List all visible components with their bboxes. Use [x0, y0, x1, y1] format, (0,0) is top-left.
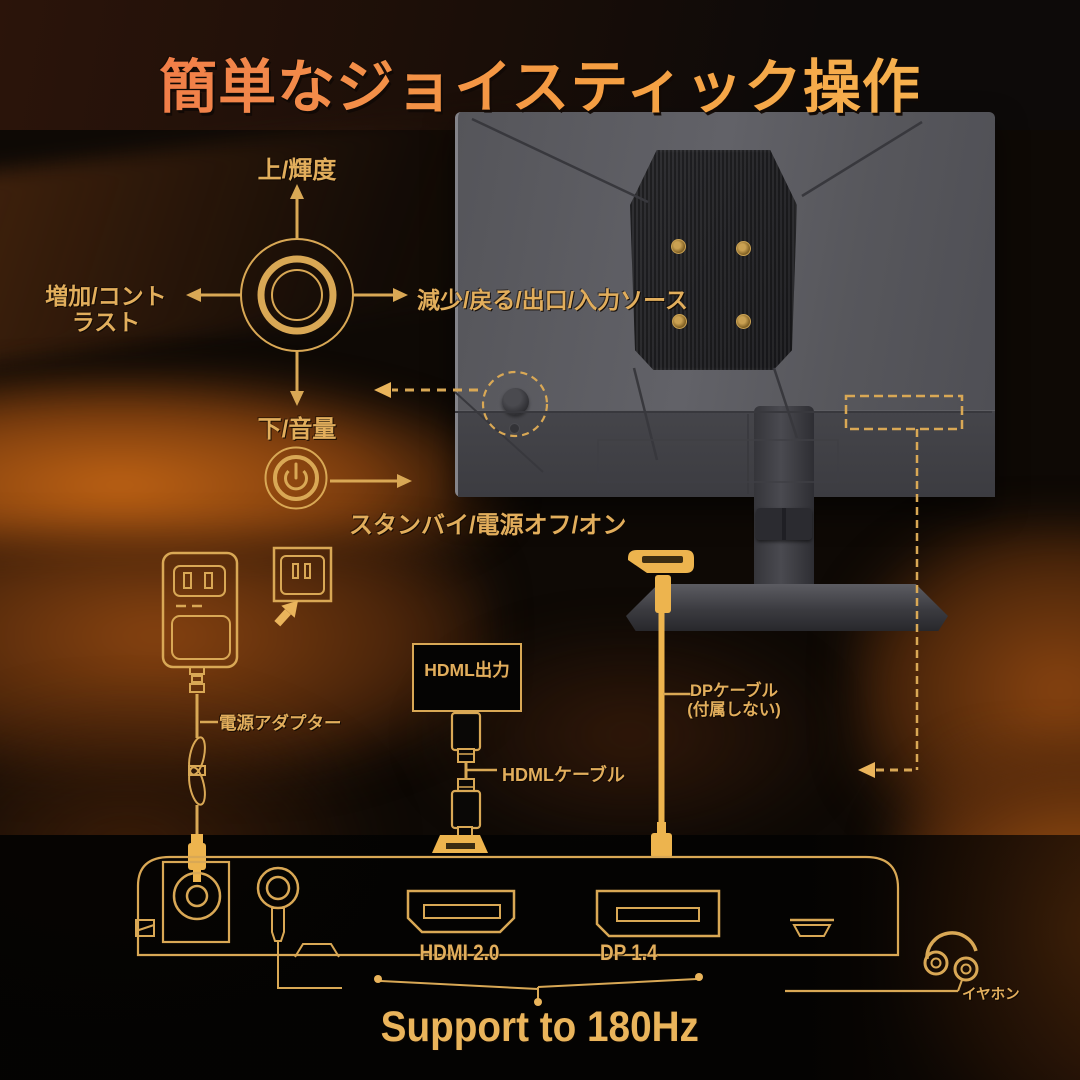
hdmi-source-label: HDML出力	[424, 660, 510, 680]
dc-in-port	[161, 860, 231, 944]
dp-connector-gold	[628, 550, 694, 573]
audio-out-port-outline	[792, 924, 832, 937]
dp-cable	[658, 611, 665, 824]
joystick-knob	[502, 388, 529, 415]
joystick-screw	[509, 423, 520, 434]
earphone-label: イヤホン	[962, 987, 1020, 1003]
power-button-label: スタンバイ/電源オフ/オン	[349, 512, 627, 539]
arrow-up-right-icon	[274, 600, 299, 627]
plug-prong-slot	[183, 572, 192, 589]
vesa-screw	[736, 241, 751, 256]
support-text: Support to 180Hz	[380, 1003, 700, 1051]
dp-port-outline	[595, 889, 721, 938]
power-adapter-label: 電源アダプター	[219, 713, 342, 733]
arrow-left-icon	[186, 288, 201, 302]
joystick-left-label: 増加/コント ラスト	[45, 283, 167, 336]
io-ports-diagram	[135, 855, 979, 1006]
joystick-diagram	[186, 184, 408, 406]
background-car-body	[0, 370, 510, 600]
dc-plug	[193, 870, 201, 882]
hdmi-port-outline	[406, 889, 516, 934]
support-bracket	[379, 980, 539, 990]
arrow-right-icon	[397, 474, 412, 488]
page-title: 簡単なジョイスティック操作	[0, 40, 1080, 124]
hdmi-source-box: HDML出力	[412, 643, 522, 712]
joystick-right-label: 減少/戻る/出口/入力ソース	[417, 287, 689, 313]
audio-jack-port	[256, 866, 300, 910]
audio-plug	[271, 907, 285, 942]
vesa-screw	[671, 239, 686, 254]
hdmi-port-gold	[432, 835, 488, 853]
arrow-left-icon	[374, 382, 391, 398]
background-car-right	[850, 520, 1080, 860]
lock-slot-icon	[135, 919, 155, 937]
dc-plug	[188, 843, 206, 870]
hdmi-connection-illustration	[432, 689, 497, 853]
vesa-screw	[736, 314, 751, 329]
power-button-icon	[264, 446, 412, 510]
monitor-stand-neck	[754, 406, 814, 606]
arrow-up-icon	[290, 184, 304, 199]
monitor-stand-hinge	[756, 508, 812, 540]
hdmi-cable-label: HDMLケーブル	[502, 765, 625, 785]
arrow-down-icon	[290, 391, 304, 406]
hdmi-plug	[450, 789, 482, 830]
plug-prong-slot	[204, 572, 213, 589]
monitor-back-lower-panel	[458, 410, 995, 497]
hdmi-port-label: HDMI 2.0	[419, 940, 499, 965]
arrow-left-icon	[858, 762, 875, 778]
joystick-up-label: 上/輝度	[257, 157, 337, 184]
dp-cable-label: DPケーブル (付属しない)	[687, 682, 781, 719]
stand-foot-outline	[294, 943, 340, 958]
vesa-screw	[672, 314, 687, 329]
arrow-right-icon	[393, 288, 408, 302]
cable-coil	[188, 736, 206, 776]
vesa-mount-plate	[630, 150, 797, 370]
wall-outlet-icon	[272, 546, 333, 603]
background-car-shadow	[0, 700, 380, 1000]
cable-coil	[188, 766, 206, 806]
joystick-down-label: 下/音量	[257, 416, 337, 443]
headphones-icon	[925, 931, 978, 960]
hdmi-plug	[450, 711, 482, 752]
dp-port-label: DP 1.4	[600, 940, 658, 965]
dc-plug	[191, 834, 203, 843]
monitor-stand-base	[626, 584, 948, 631]
